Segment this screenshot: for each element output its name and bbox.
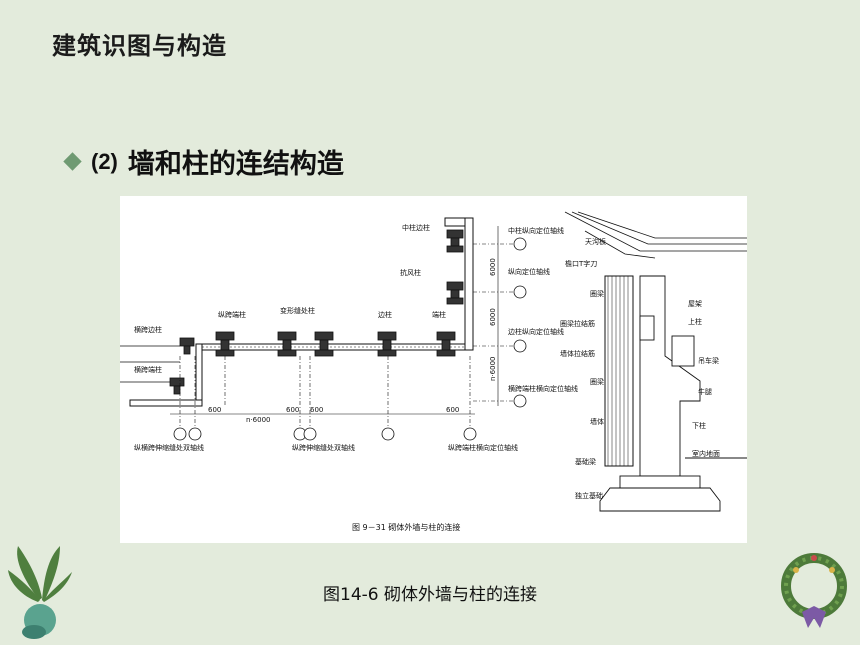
label-bianzhu-zongxiang: 边柱纵向定位轴线 <box>508 327 564 336</box>
label-zhong-zhu-bian-zhu: 中柱边柱 <box>402 223 430 232</box>
page-header-title: 建筑识图与构造 <box>52 32 227 60</box>
section-bullet: (2) 墙和柱的连结构造 <box>63 142 344 181</box>
figure-inner-caption: 图 9－31 砌体外墙与柱的连接 <box>352 522 460 532</box>
label-tiangou-ban: 天沟板 <box>585 237 606 246</box>
section-foundation <box>599 457 747 512</box>
wreath-decoration-icon <box>781 553 847 628</box>
label-duli-jichu: 独立基础 <box>575 491 603 500</box>
label-quanliang2: 圈梁 <box>590 377 604 386</box>
label-hengkua-duanzhu-hengxiang: 横跨端柱横向定位轴线 <box>508 384 578 393</box>
figure-caption: 图14-6 砌体外墙与柱的连接 <box>323 585 537 605</box>
label-dim-600-b: 600 <box>286 406 299 414</box>
label-wujia: 屋架 <box>688 300 702 308</box>
label-hengkua-duanzhu: 横跨端柱 <box>134 365 162 374</box>
label-dim-600-c: 600 <box>310 406 323 414</box>
section-wall <box>604 275 634 467</box>
plan-wall-right <box>444 217 474 351</box>
label-dim-n6000: n·6000 <box>246 416 270 424</box>
label-qiangti-lajiejin: 墙体拉结筋 <box>560 349 595 358</box>
label-bianxingfeng-chu-zhu: 变形缝处柱 <box>280 306 315 315</box>
label-zhong-zhu-zongxiang: 中柱纵向定位轴线 <box>508 226 564 235</box>
label-dim-6000-b: 6000 <box>489 308 497 326</box>
label-zongkua-duanzhu-hengxiang: 纵跨端柱横向定位轴线 <box>448 443 518 452</box>
label-kangfeng-zhu: 抗风柱 <box>400 268 421 277</box>
label-dim-600-a: 600 <box>208 406 221 414</box>
label-niutui: 牛腿 <box>698 387 712 396</box>
plan-wall-horizontal <box>197 343 474 351</box>
label-dim-600-d: 600 <box>446 406 459 414</box>
section-heading: 墙和柱的连结构造 <box>127 149 344 180</box>
axis-bubbles <box>173 237 527 441</box>
label-quanliang-lajiejin: 圈梁拉结筋 <box>560 319 595 328</box>
label-dim-6000-a: 6000 <box>489 258 497 276</box>
plan-dimensions <box>170 226 499 415</box>
label-jichuliang: 基础梁 <box>575 457 596 466</box>
plan-columns <box>169 229 464 395</box>
label-shangzhu: 上柱 <box>688 317 702 326</box>
label-xiazhu: 下柱 <box>692 421 706 430</box>
label-zongkua-shensuofeng: 纵跨伸缩缝处双轴线 <box>292 443 355 452</box>
label-quanliang: 圈梁 <box>590 289 604 298</box>
plan-axis-lines <box>179 243 515 428</box>
section-roof <box>564 211 747 259</box>
label-bianzhu: 边柱 <box>378 310 392 319</box>
label-diaocheliang: 吊车梁 <box>698 356 719 365</box>
label-shinei-dimian: 室内地面 <box>692 449 720 458</box>
section-number: (2) <box>91 148 118 174</box>
plant-decoration-icon <box>8 546 72 639</box>
construction-drawing: 中柱边柱 中柱纵向定位轴线 抗风柱 纵向定位轴线 边柱纵向定位轴线 横跨端柱横向… <box>120 196 747 543</box>
label-yankou-dao: 檐口T字刀 <box>565 259 597 268</box>
label-hengkua-bianzhu: 横跨边柱 <box>134 325 162 334</box>
label-duanzhu: 端柱 <box>432 310 446 319</box>
label-dim-n6000-v: n·6000 <box>489 357 497 381</box>
diamond-bullet-icon <box>63 152 82 171</box>
label-zongkua-duanzhu: 纵跨端柱 <box>218 310 246 319</box>
label-zonghengkua-shensuofeng: 纵横跨伸缩缝处双轴线 <box>134 443 204 452</box>
label-zongxiang-dingwei: 纵向定位轴线 <box>508 267 550 276</box>
label-qiangti: 墙体 <box>590 417 604 426</box>
